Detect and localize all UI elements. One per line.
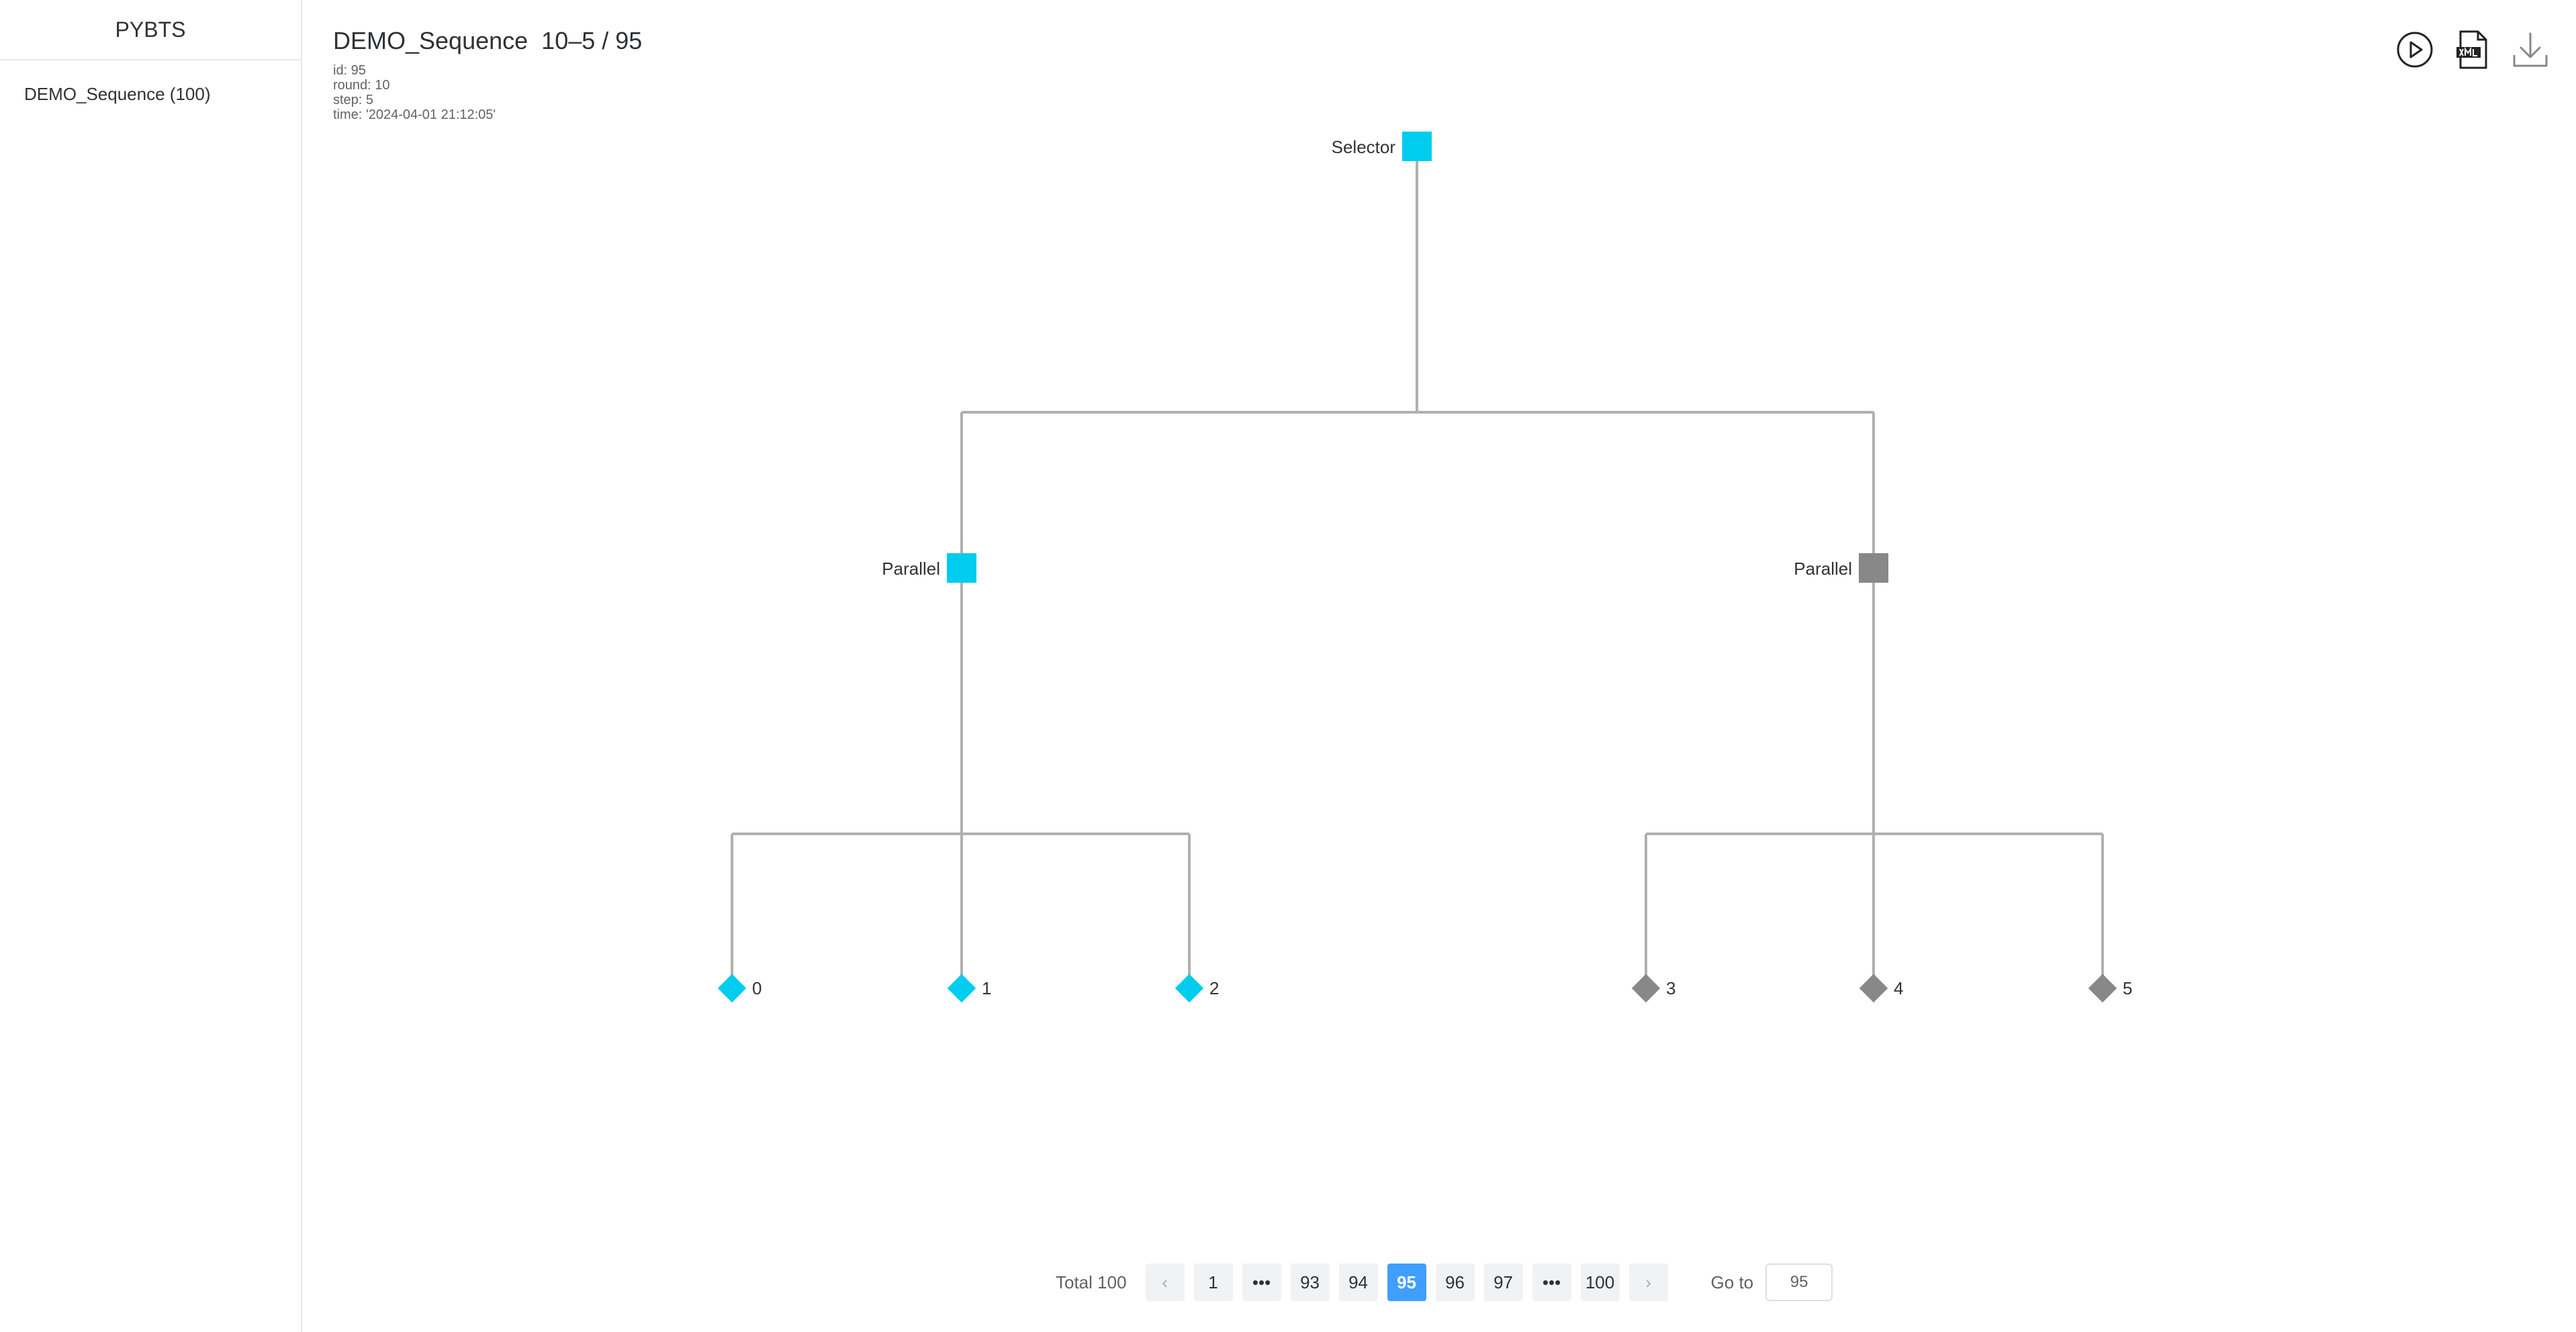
leaf-3-diamond[interactable] <box>1631 973 1661 1003</box>
page-button[interactable]: 94 <box>1338 1264 1378 1301</box>
download-icon <box>2513 32 2548 67</box>
page-button[interactable]: 96 <box>1435 1264 1475 1301</box>
toolbar <box>2396 30 2549 70</box>
page-ellipsis-button[interactable]: ••• <box>1242 1264 1281 1301</box>
tree-node-parallel-right[interactable]: Parallel <box>1794 553 1888 583</box>
xml-file-icon <box>2456 30 2487 69</box>
prev-page-button[interactable]: ‹ <box>1145 1264 1185 1301</box>
tree-leaf-0[interactable]: 0 <box>717 973 762 1003</box>
tree-leaf-1[interactable]: 1 <box>947 973 992 1003</box>
selector-node-square[interactable] <box>1402 132 1432 161</box>
goto-page-input[interactable] <box>1765 1264 1833 1301</box>
leaf-0-diamond[interactable] <box>717 973 747 1003</box>
tree-leaf-5[interactable]: 5 <box>2088 973 2133 1003</box>
tree-node-parallel-left[interactable]: Parallel <box>882 553 976 583</box>
leaf-3-label: 3 <box>1666 978 1675 998</box>
tree-leaf-3[interactable]: 3 <box>1631 973 1676 1003</box>
leaf-0-label: 0 <box>752 978 762 998</box>
edge-root-to-children <box>960 161 1875 556</box>
play-button[interactable] <box>2396 30 2434 70</box>
tree-edges <box>731 161 2104 982</box>
page-button[interactable]: 97 <box>1483 1264 1523 1301</box>
parallel-right-node-label: Parallel <box>1794 559 1852 579</box>
app-title: PYBTS <box>0 0 301 60</box>
header: DEMO_Sequence 10–5 / 95 id: 95 round: 10… <box>333 27 642 122</box>
page-title: DEMO_Sequence 10–5 / 95 <box>333 27 643 54</box>
xml-export-button[interactable] <box>2454 30 2491 70</box>
pagination-total: Total 100 <box>1056 1272 1127 1292</box>
page-button[interactable]: 1 <box>1193 1264 1233 1301</box>
leaf-5-label: 5 <box>2123 978 2132 998</box>
leaf-2-diamond[interactable] <box>1175 973 1204 1003</box>
goto-label: Go to <box>1710 1272 1754 1292</box>
meta-round: round: 10 <box>333 78 390 93</box>
selector-node-label: Selector <box>1332 137 1396 157</box>
meta-step: step: 5 <box>333 93 374 107</box>
page-button[interactable]: 93 <box>1290 1264 1330 1301</box>
tree-node-selector[interactable]: Selector <box>1332 132 1432 161</box>
page-button[interactable]: 100 <box>1580 1264 1620 1301</box>
meta-time: time: '2024-04-01 21:12:05' <box>333 107 496 122</box>
tree-leaf-2[interactable]: 2 <box>1175 973 1220 1003</box>
leaf-4-diamond[interactable] <box>1859 973 1888 1003</box>
edge-parallel-right-to-leaves <box>1645 583 2104 982</box>
leaf-2-label: 2 <box>1209 978 1219 998</box>
leaf-1-diamond[interactable] <box>947 973 976 1003</box>
meta-info: id: 95 round: 10 step: 5 time: '2024-04-… <box>333 63 642 122</box>
leaf-4-label: 4 <box>1894 978 1903 998</box>
parallel-right-node-square[interactable] <box>1859 553 1888 583</box>
page-ellipsis-button[interactable]: ••• <box>1532 1264 1571 1301</box>
next-page-button[interactable]: › <box>1628 1264 1668 1301</box>
tree-leaf-4[interactable]: 4 <box>1859 973 1904 1003</box>
edge-parallel-left-to-leaves <box>731 583 1191 982</box>
leaf-5-diamond[interactable] <box>2088 973 2117 1003</box>
sidebar: PYBTS DEMO_Sequence (100) <box>0 0 302 1332</box>
parallel-left-node-label: Parallel <box>882 559 940 579</box>
download-button[interactable] <box>2512 30 2549 70</box>
meta-id: id: 95 <box>333 63 366 78</box>
parallel-left-node-square[interactable] <box>947 553 976 583</box>
sidebar-item-demo-sequence[interactable]: DEMO_Sequence (100) <box>24 84 211 104</box>
page-button-current[interactable]: 95 <box>1387 1264 1426 1301</box>
pagination: Total 100 ‹ 1 ••• 93 94 95 96 97 ••• 100… <box>1056 1264 1833 1301</box>
leaf-1-label: 1 <box>982 978 991 998</box>
play-circle-icon <box>2397 32 2433 68</box>
